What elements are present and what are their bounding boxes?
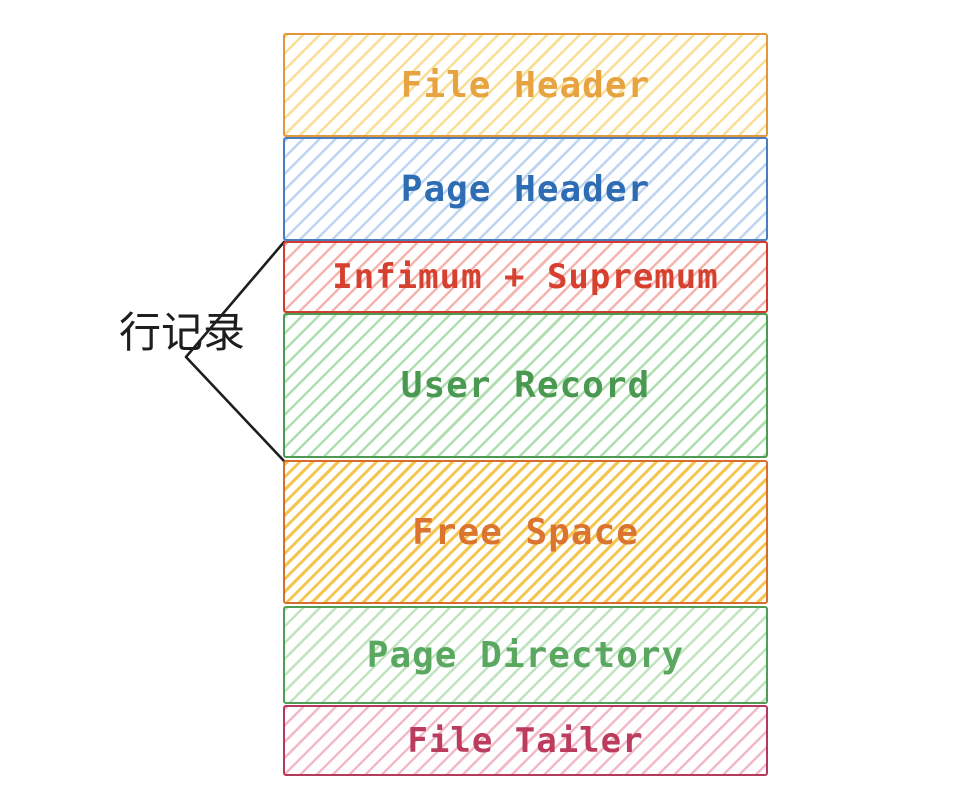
block-label: File Header: [400, 64, 651, 106]
block-label: File Tailer: [407, 720, 644, 761]
block-infimum-supremum: Infimum + Supremum: [283, 241, 768, 313]
block-free-space: Free Space: [283, 460, 768, 604]
block-page-directory: Page Directory: [283, 606, 768, 704]
block-file-header: File Header: [283, 33, 768, 137]
block-label: Page Header: [400, 168, 651, 210]
block-label: User Record: [400, 365, 651, 406]
block-user-record: User Record: [283, 313, 768, 458]
block-page-header: Page Header: [283, 137, 768, 241]
block-label: Infimum + Supremum: [332, 257, 719, 297]
row-record-annotation: 行记录: [119, 308, 246, 357]
block-label: Page Directory: [366, 634, 685, 676]
block-label: Free Space: [412, 511, 639, 553]
block-file-tailer: File Tailer: [283, 705, 768, 776]
